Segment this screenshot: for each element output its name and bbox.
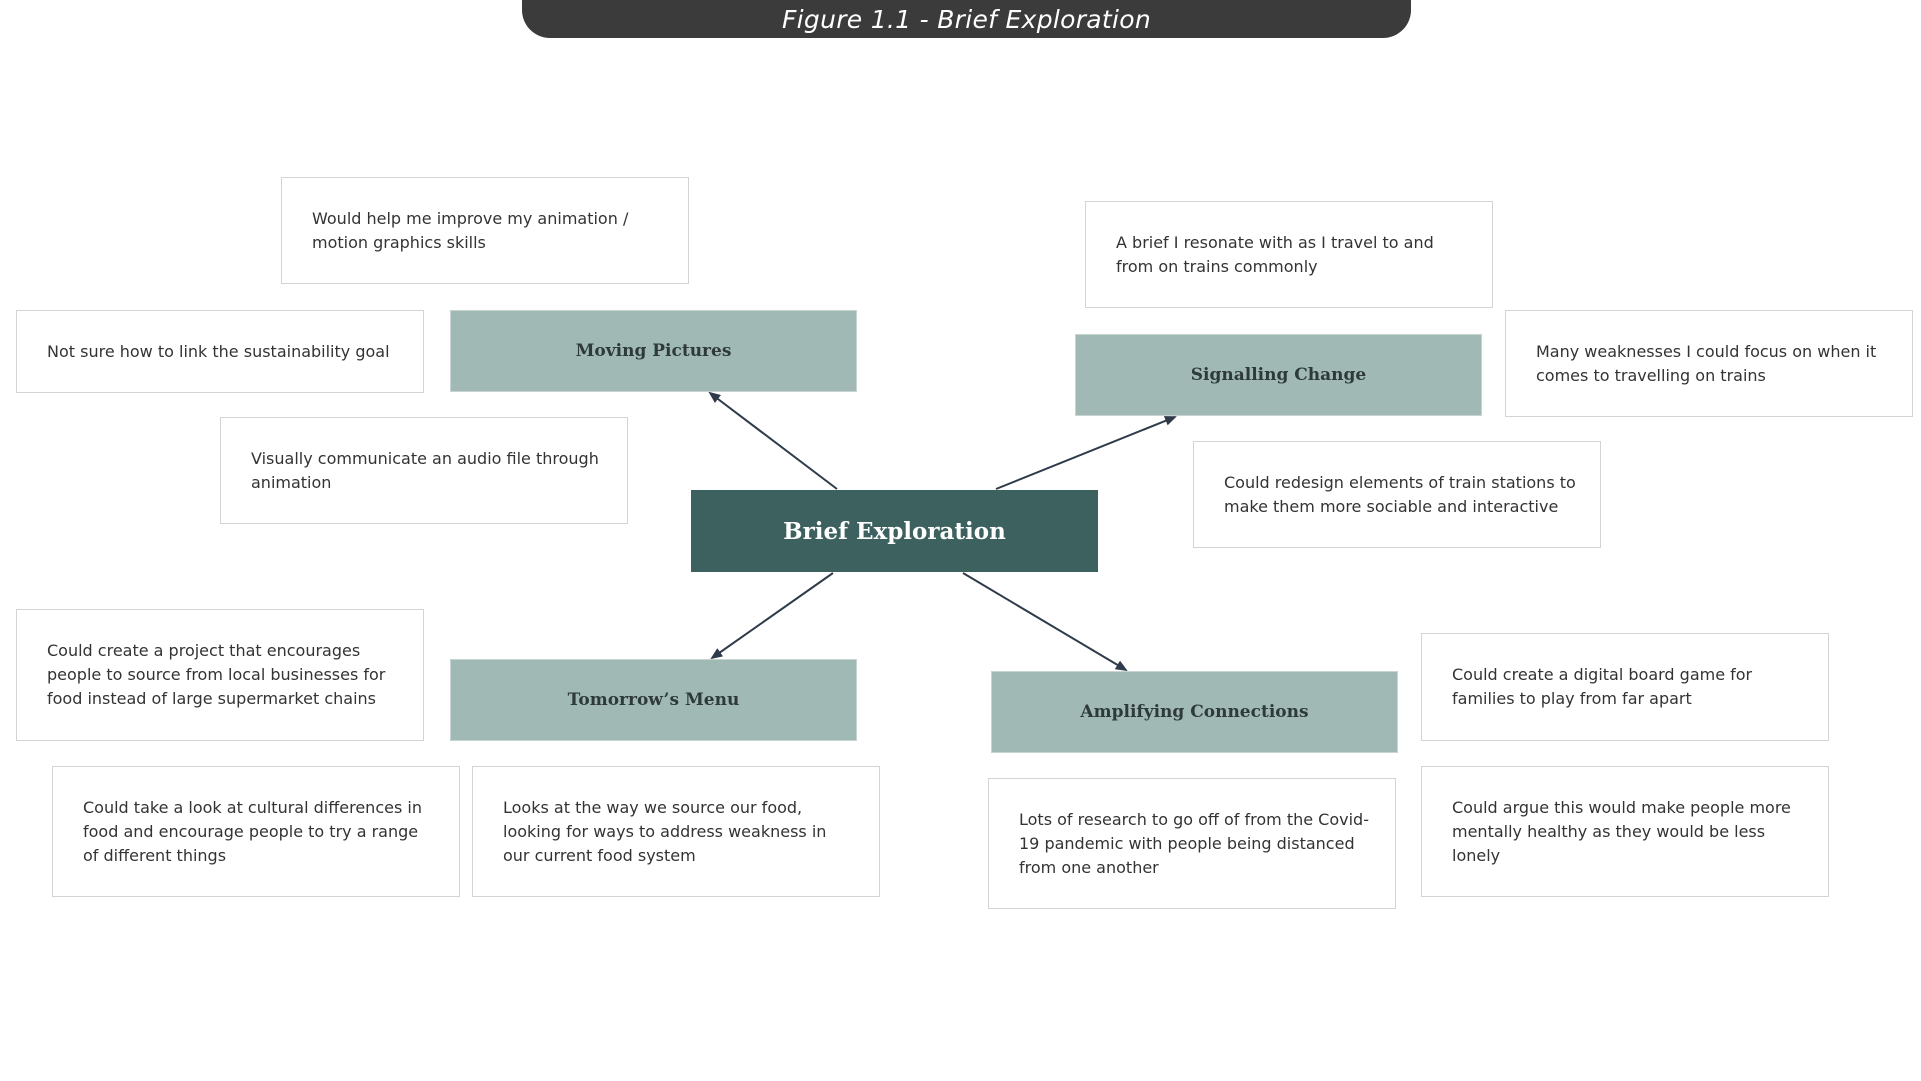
arrow-to-moving-pictures: [708, 391, 838, 490]
note-covid-research: Lots of research to go off of from the C…: [988, 778, 1396, 909]
note-text: Could argue this would make people more …: [1452, 797, 1791, 865]
note-text: Could create a digital board game for fa…: [1452, 665, 1753, 708]
note-text: Looks at the way we source our food, loo…: [503, 797, 827, 865]
note-source-food: Looks at the way we source our food, loo…: [472, 766, 880, 897]
note-text: Would help me improve my animation / mot…: [312, 208, 629, 252]
note-resonate-trains: A brief I resonate with as I travel to a…: [1085, 201, 1493, 308]
note-text: Could redesign elements of train station…: [1224, 472, 1576, 516]
note-audio-file: Visually communicate an audio file throu…: [220, 417, 628, 524]
figure-title: Figure 1.1 - Brief Exploration: [781, 4, 1151, 34]
note-text: Not sure how to link the sustainability …: [47, 341, 390, 361]
note-mentally-healthy: Could argue this would make people more …: [1421, 766, 1829, 897]
arrow-to-signalling-change: [995, 416, 1177, 490]
note-animation-skills: Would help me improve my animation / mot…: [281, 177, 689, 284]
topic-amplifying-connections: Amplifying Connections: [991, 671, 1398, 753]
note-weaknesses-trains: Many weaknesses I could focus on when it…: [1505, 310, 1913, 417]
note-text: Lots of research to go off of from the C…: [1019, 809, 1369, 877]
note-redesign-stations: Could redesign elements of train station…: [1193, 441, 1601, 548]
topic-signalling-change: Signalling Change: [1075, 334, 1482, 416]
note-text: A brief I resonate with as I travel to a…: [1116, 232, 1434, 276]
figure-title-banner: Figure 1.1 - Brief Exploration: [522, 0, 1411, 38]
note-sustainability-goal: Not sure how to link the sustainability …: [16, 310, 424, 393]
topic-moving-pictures: Moving Pictures: [450, 310, 857, 392]
arrow-to-tomorrows-menu: [710, 572, 834, 660]
note-text: Many weaknesses I could focus on when it…: [1536, 341, 1877, 385]
note-local-businesses: Could create a project that encourages p…: [16, 609, 424, 741]
center-node-brief-exploration: Brief Exploration: [691, 490, 1098, 572]
note-text: Could take a look at cultural difference…: [83, 797, 422, 865]
note-cultural-differences: Could take a look at cultural difference…: [52, 766, 460, 897]
note-text: Visually communicate an audio file throu…: [251, 448, 599, 492]
note-board-game: Could create a digital board game for fa…: [1421, 633, 1829, 741]
topic-tomorrows-menu: Tomorrow’s Menu: [450, 659, 857, 741]
arrow-to-amplifying-connections: [962, 572, 1128, 672]
note-text: Could create a project that encourages p…: [47, 641, 386, 708]
